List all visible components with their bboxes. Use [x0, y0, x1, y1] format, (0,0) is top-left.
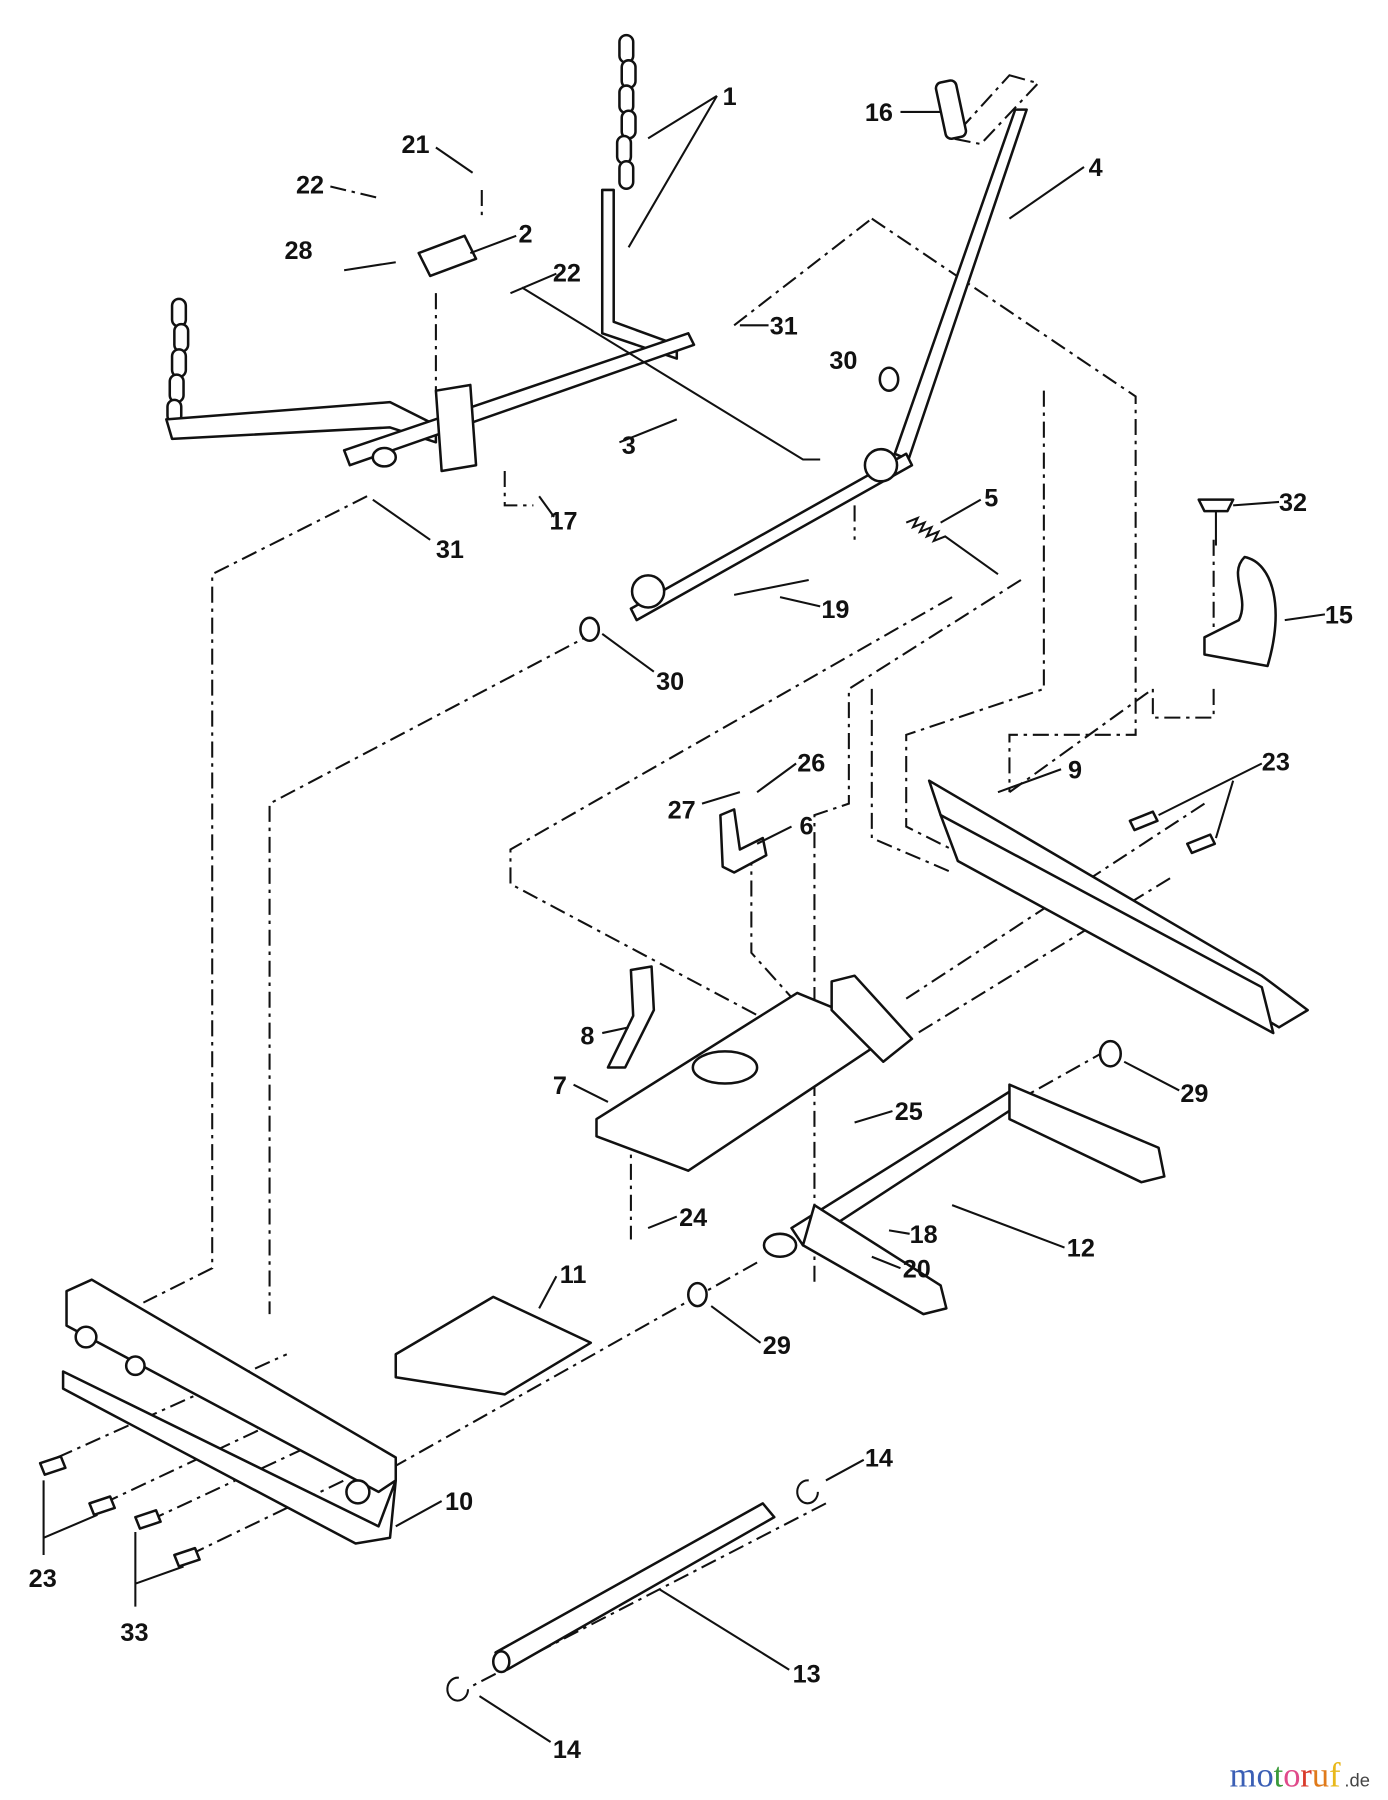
- chain-left: [166, 297, 190, 425]
- callout: 23: [29, 1565, 57, 1593]
- callout: 7: [553, 1072, 567, 1100]
- callout: 10: [445, 1488, 473, 1516]
- callout: 17: [549, 507, 577, 535]
- callout: 8: [580, 1023, 594, 1051]
- part-drawings: [38, 33, 1309, 1702]
- callout-labels: 1 16 4 21 22 2 28 22 31 30 3 5 32 17 31 …: [29, 83, 1353, 1764]
- callout: 31: [770, 312, 798, 340]
- callout: 29: [1180, 1080, 1208, 1108]
- callout: 22: [553, 260, 581, 288]
- callout: 15: [1325, 602, 1353, 630]
- callout: 21: [401, 131, 429, 159]
- callout: 29: [763, 1332, 791, 1360]
- callout: 6: [800, 813, 814, 841]
- callout: 12: [1067, 1235, 1095, 1263]
- callout: 30: [829, 347, 857, 375]
- callout: 14: [553, 1736, 581, 1764]
- callout: 14: [865, 1445, 893, 1473]
- chain-right: [615, 33, 637, 191]
- callout: 16: [865, 99, 893, 127]
- callout: 22: [296, 171, 324, 199]
- svg-text:.de: .de: [1344, 1770, 1370, 1791]
- callout: 31: [436, 536, 464, 564]
- callout: 18: [910, 1221, 938, 1249]
- callout: 28: [284, 237, 312, 265]
- callout: 11: [560, 1261, 587, 1289]
- callout: 9: [1068, 756, 1082, 784]
- callout: 3: [622, 432, 636, 460]
- callout: 13: [793, 1660, 821, 1688]
- callout: 24: [679, 1204, 707, 1232]
- callout: 19: [821, 596, 849, 624]
- callout: 1: [723, 83, 737, 111]
- svg-text:motoruf: motoruf: [1230, 1757, 1341, 1795]
- callout: 27: [668, 797, 696, 825]
- callout: 33: [120, 1619, 148, 1647]
- leader-lines: [42, 94, 1326, 1743]
- callout: 20: [903, 1255, 931, 1283]
- callout: 2: [518, 221, 532, 249]
- callout: 25: [895, 1098, 923, 1126]
- callout: 30: [656, 668, 684, 696]
- callout: 5: [984, 485, 998, 513]
- callout: 4: [1089, 154, 1103, 182]
- callout: 32: [1279, 489, 1307, 517]
- motoruf-logo: motoruf .de: [1230, 1757, 1370, 1795]
- callout: 26: [797, 750, 825, 778]
- callout: 23: [1262, 748, 1290, 776]
